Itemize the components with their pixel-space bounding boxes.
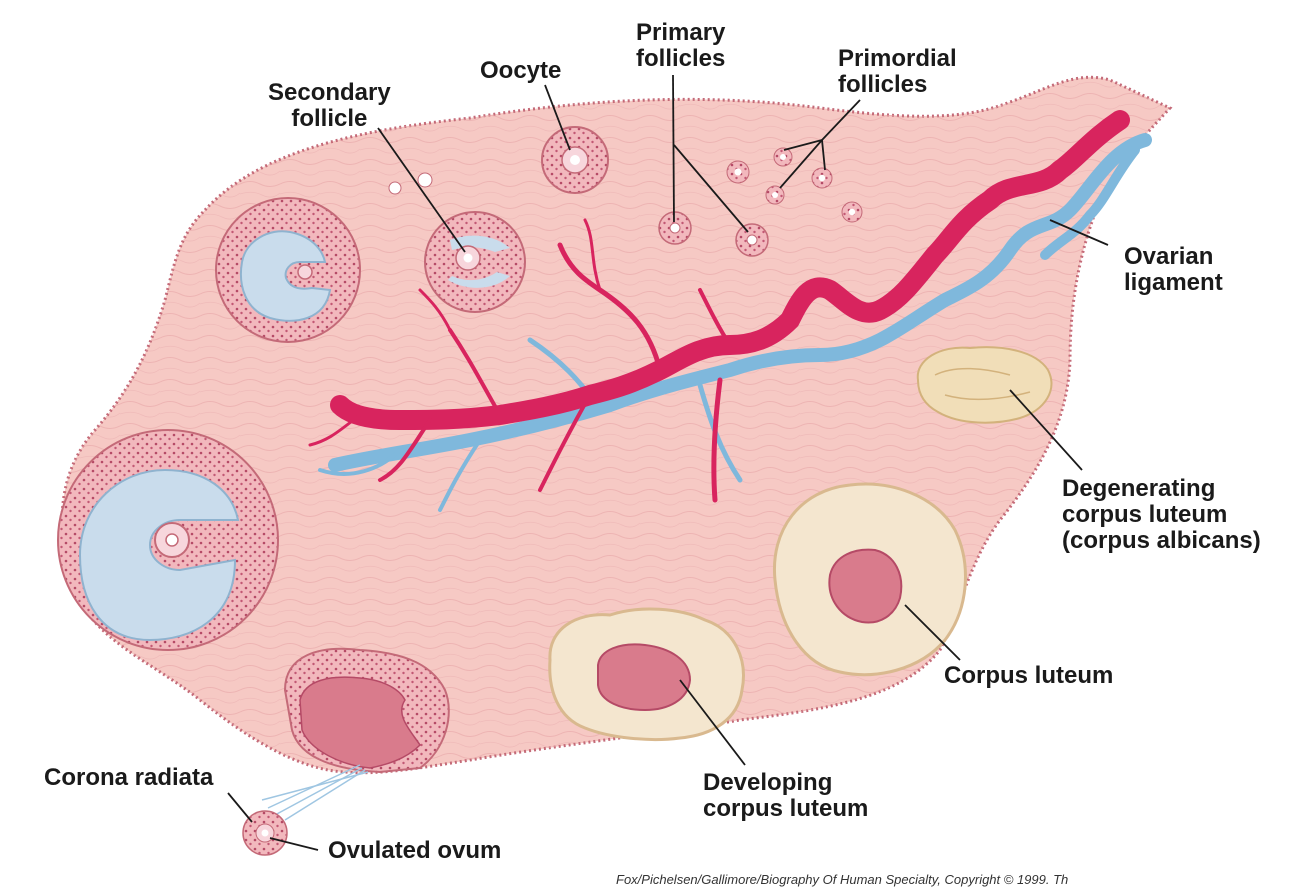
label-secondary-follicle: Secondary follicle <box>268 80 391 132</box>
label-developing-corpus-luteum: Developing corpus luteum <box>703 770 868 822</box>
label-ovulated-ovum: Ovulated ovum <box>328 838 501 864</box>
label-line: Oocyte <box>480 57 562 84</box>
primordial-follicle <box>726 160 750 184</box>
antral-follicle <box>215 197 361 343</box>
oocyte-follicle <box>541 126 609 194</box>
label-line: Developing <box>703 769 833 796</box>
label-line: follicle <box>291 105 368 132</box>
corona-rays <box>261 764 369 821</box>
label-line: Corpus luteum <box>944 662 1114 689</box>
label-degenerating-corpus-luteum: Degenerating corpus luteum (corpus albic… <box>1062 476 1261 554</box>
label-line: Primordial <box>838 45 957 72</box>
primordial-follicle <box>765 185 785 205</box>
vesicular-follicle <box>57 429 279 651</box>
label-corpus-luteum: Corpus luteum <box>944 663 1113 689</box>
ruptured-follicle <box>283 647 450 774</box>
corpus-albicans-structure <box>916 346 1053 424</box>
artery-vessels <box>308 110 1130 503</box>
label-line: corpus luteum <box>1062 501 1228 528</box>
label-line: Degenerating <box>1062 475 1216 502</box>
label-line: follicles <box>838 71 928 98</box>
primordial-follicle <box>773 147 793 167</box>
label-line: Secondary <box>268 79 391 106</box>
label-line: (corpus albicans) <box>1062 527 1261 554</box>
developing-corpus-luteum-structure <box>548 607 745 741</box>
label-line: Corona radiata <box>44 764 214 791</box>
corpus-luteum-structure <box>772 482 967 677</box>
label-primary-follicles: Primary follicles <box>636 20 725 72</box>
label-corona-radiata: Corona radiata <box>44 765 213 791</box>
primary-follicle <box>658 211 692 245</box>
label-primordial-follicles: Primordial follicles <box>838 46 957 98</box>
primary-follicle <box>735 223 769 257</box>
label-line: follicles <box>636 45 726 72</box>
secondary-follicle-structure <box>424 211 526 313</box>
label-ovarian-ligament: Ovarian ligament <box>1124 244 1223 296</box>
primordial-follicle <box>417 172 433 188</box>
label-line: Primary <box>636 19 726 46</box>
label-line: ligament <box>1124 269 1223 296</box>
primordial-follicle <box>811 167 833 189</box>
ovulated-ovum-structure <box>242 810 288 856</box>
label-line: Ovulated ovum <box>328 837 502 864</box>
label-line: Ovarian <box>1124 243 1214 270</box>
primordial-follicle <box>841 201 863 223</box>
leader-lines <box>227 74 1109 851</box>
label-oocyte: Oocyte <box>480 58 561 84</box>
label-line: corpus luteum <box>703 795 869 822</box>
copyright-credit: Fox/Pichelsen/Gallimore/Biography Of Hum… <box>616 872 1069 887</box>
primordial-follicle <box>388 181 402 195</box>
